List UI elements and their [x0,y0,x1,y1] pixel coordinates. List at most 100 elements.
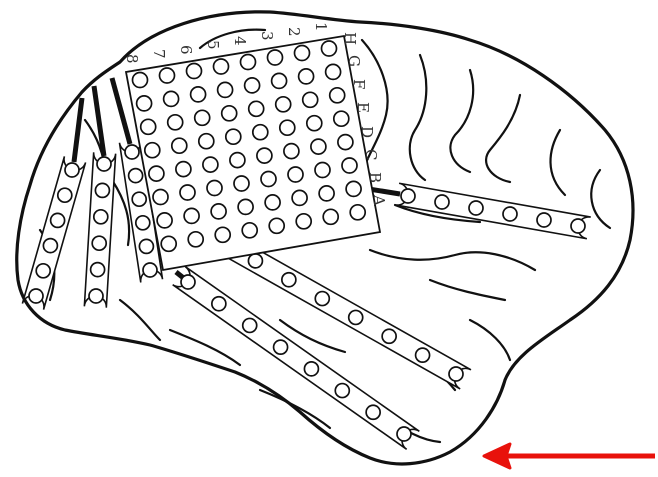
strip-contact [282,273,296,287]
strip-contact [132,192,146,206]
grid-contact [265,195,280,210]
strip-contact [125,145,139,159]
grid-contact [187,64,202,79]
grid-contact [323,209,338,224]
strip-contact [503,207,517,221]
strip-contact [315,292,329,306]
grid-contact [172,138,187,153]
grid-col-label: 7 [150,49,168,59]
grid-col-label: 6 [177,45,195,55]
grid-contact [234,176,249,191]
grid-contact [296,214,311,229]
red-arrow-icon [484,444,655,468]
grid-contact [280,120,295,135]
grid-contact [268,50,283,65]
grid-row-label: D [358,126,376,138]
grid-contact [307,116,322,131]
grid-contact [269,218,284,233]
strip-contact [92,236,106,250]
grid-row-label: E [354,102,372,113]
strip-contact [65,163,79,177]
grid-contact [295,46,310,61]
grid-contact [180,185,195,200]
strip-contact [397,427,411,441]
grid-col-label: 2 [285,27,303,37]
strip-contact [435,195,449,209]
strip-contact [94,210,108,224]
grid-contact [191,87,206,102]
strip-contact [91,263,105,277]
strip-body [84,152,115,307]
grid-contact [249,101,264,116]
grid-contact [161,236,176,251]
grid-contact [137,96,152,111]
grid-contact [157,213,172,228]
grid-contact [141,119,156,134]
grid-contact [299,69,314,84]
strip-contact [537,213,551,227]
grid-row-label: H [341,32,359,45]
strip-contact [136,216,150,230]
strip-contact [248,254,262,268]
grid-contact [253,125,268,140]
grid-contact [292,190,307,205]
grid-contact [272,73,287,88]
grid-contact [168,115,183,130]
strip-contact [139,239,153,253]
grid-contact [207,181,222,196]
grid-contact [214,59,229,74]
grid-contact [222,106,237,121]
strip-wire [74,98,82,162]
strip-contact [29,289,43,303]
strip-contact [143,263,157,277]
grid-contact [242,223,257,238]
grid-contact [330,88,345,103]
grid-row-label: F [350,79,368,89]
strip-contact [401,189,415,203]
strip-contact [366,405,380,419]
grid-col-label: 1 [312,22,330,32]
grid-contact [188,232,203,247]
strip-parietal [350,183,591,238]
strip-contact [274,340,288,354]
strip-contact [469,201,483,215]
grid-contact [322,41,337,56]
grid-contact [261,172,276,187]
strip-contact [51,213,65,227]
grid-col-label: 5 [204,40,222,50]
grid-row-label: B [366,172,384,183]
strip-contact [95,183,109,197]
grid-contact [315,163,330,178]
strip-contact [571,219,585,233]
grid-contact [176,162,191,177]
grid-contact [342,158,357,173]
grid-contact [149,166,164,181]
grid-row-label: A [370,194,388,206]
strip-frontal-mid [84,86,115,308]
grid-col-label: 8 [123,54,141,64]
grid-contact [211,204,226,219]
grid-contact [199,134,214,149]
grid-contact [145,143,160,158]
strip-wire [112,78,130,144]
strip-contact [89,289,103,303]
grid-contact [346,181,361,196]
strip-contact [36,264,50,278]
grid-contact [311,139,326,154]
grid-contact [288,167,303,182]
grid-col-label: 3 [258,31,276,41]
strip-contact [212,297,226,311]
grid-contact [160,68,175,83]
strip-contact [58,188,72,202]
strip-contact [181,275,195,289]
grid-row-label: C [362,149,380,160]
grid-contact [245,78,260,93]
grid-contact [238,199,253,214]
grid-contact [133,73,148,88]
grid-contact [203,157,218,172]
grid-contact [195,110,210,125]
grid-contact [284,144,299,159]
grid-contact [226,129,241,144]
strip-contact [97,157,111,171]
grid-contact [276,97,291,112]
